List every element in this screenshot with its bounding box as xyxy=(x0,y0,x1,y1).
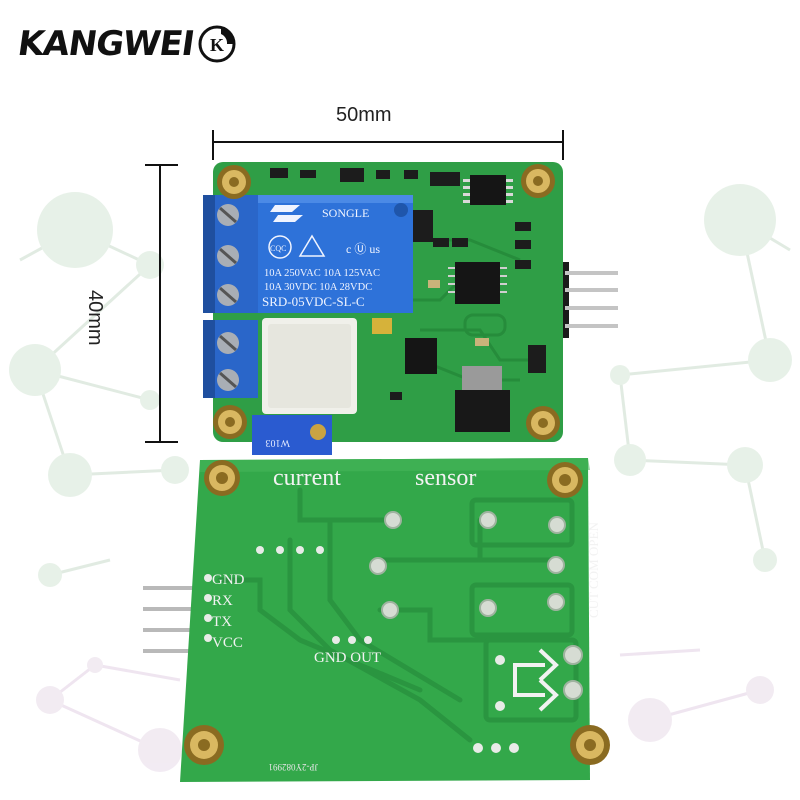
relay-component: SONGLE CQC c Ⓤ us 10A 250VAC 10A 125VAC … xyxy=(258,195,413,313)
brand-mark-icon: K xyxy=(198,25,236,63)
brand-mark-letter: K xyxy=(210,35,224,55)
current-transformer xyxy=(262,318,357,414)
height-dimension-label: 40mm xyxy=(84,290,106,346)
brand-logo: KANGWEI K xyxy=(15,24,237,64)
front-pcb-board: SONGLE CQC c Ⓤ us 10A 250VAC 10A 125VAC … xyxy=(203,162,618,455)
relay-brand: SONGLE xyxy=(322,206,369,220)
back-pcb-board: current sensor GND RX TX VCC GND OUT CUT… xyxy=(143,458,610,782)
front-standoffs xyxy=(213,164,560,440)
pin-label-vcc: VCC xyxy=(212,635,243,651)
screw-terminal-2pin xyxy=(203,320,258,398)
relay-cqc: CQC xyxy=(270,244,286,253)
relay-rating-2: 10A 30VDC 10A 28VDC xyxy=(264,282,372,293)
pin-label-tx: TX xyxy=(212,614,232,630)
width-dimension-line xyxy=(212,130,564,160)
relay-rating-1: 10A 250VAC 10A 125VAC xyxy=(264,268,380,279)
part-code: JP-2Y082991 xyxy=(268,762,318,772)
pin-label-gnd: GND xyxy=(212,572,245,588)
back-title-left: current xyxy=(273,465,341,491)
gnd-out-label: GND OUT xyxy=(314,650,381,666)
back-standoffs xyxy=(184,460,610,765)
pot-label: W103 xyxy=(266,437,290,448)
back-title-right: sensor xyxy=(415,465,476,491)
ic-chips xyxy=(405,175,513,432)
solder-pads xyxy=(204,511,583,753)
relay-model: SRD-05VDC-SL-C xyxy=(262,294,365,309)
height-dimension-line xyxy=(145,164,178,443)
brand-name: KANGWEI xyxy=(15,24,197,64)
screw-terminal-3pin xyxy=(203,195,258,313)
pin-label-rx: RX xyxy=(212,593,233,609)
potentiometer: W103 xyxy=(252,415,332,455)
width-dimension-label: 50mm xyxy=(336,104,392,126)
terminal-label: CUT COM OPEN xyxy=(586,522,601,618)
background-molecule-pattern xyxy=(9,184,792,772)
relay-ul: c Ⓤ us xyxy=(346,242,380,256)
smd-components xyxy=(270,168,546,400)
terminal-arrow-icon xyxy=(513,648,559,712)
